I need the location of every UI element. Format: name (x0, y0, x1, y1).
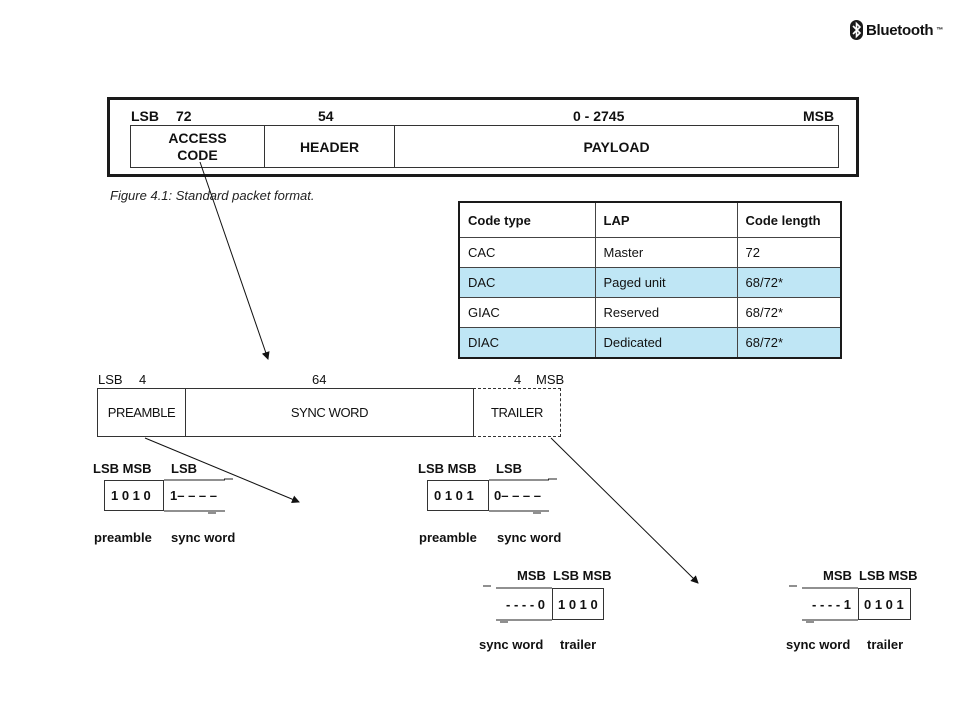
preamble-example-1-header-lsb: LSB (171, 461, 197, 476)
preamble-example-1-sync-label: sync word (171, 530, 236, 545)
table-row: DAC Paged unit 68/72* (458, 267, 842, 298)
field-access-code: ACCESS CODE (130, 125, 265, 168)
sync-word-dash-marks (164, 478, 858, 623)
trailer-example-1-bits: 1 0 1 0 (552, 588, 604, 620)
trailer-bits: 4 (514, 372, 522, 387)
sync-word-bits: 64 (312, 372, 327, 387)
table-cell: 72 (736, 237, 842, 268)
table-cell: GIAC (458, 297, 596, 328)
field-trailer: TRAILER (473, 388, 561, 437)
preamble-example-1-sync: 1– – – – (170, 488, 217, 503)
preamble-example-2-header: LSB MSB (418, 461, 477, 476)
preamble-example-1-bits: 1 0 1 0 (104, 480, 164, 511)
table-cell: Dedicated (594, 327, 738, 359)
arrow-trailer-to-example (550, 437, 699, 584)
field-payload: PAYLOAD (394, 125, 839, 168)
table-cell: 68/72* (736, 327, 842, 359)
header-bits: 54 (318, 108, 334, 124)
access-msb-label: MSB (536, 372, 565, 387)
arrow-preamble-to-example (144, 437, 300, 504)
field-trailer-label: TRAILER (490, 405, 544, 420)
trailer-example-2-label: trailer (867, 637, 904, 652)
preamble-example-1-header: LSB MSB (93, 461, 152, 476)
table-header-code-length: Code length (736, 201, 842, 238)
bluetooth-wordmark: Bluetooth (866, 21, 934, 39)
field-payload-label: PAYLOAD (583, 138, 650, 155)
table-cell: CAC (458, 237, 596, 268)
trailer-example-2-header-msb: MSB (823, 568, 852, 583)
trademark-symbol: ™ (936, 26, 943, 34)
trailer-example-2-sync: - - - - 1 (812, 597, 851, 612)
preamble-example-1-label: preamble (94, 530, 152, 545)
trailer-example-2-sync-label: sync word (786, 637, 851, 652)
trailer-example-1-header: LSB MSB (553, 568, 612, 583)
preamble-example-2-bits-value: 0 1 0 1 (434, 488, 474, 503)
packet-lsb-label: LSB (131, 108, 159, 124)
field-header-label: HEADER (299, 138, 360, 155)
preamble-example-1-bits-value: 1 0 1 0 (111, 488, 151, 503)
access-code-bits: 72 (176, 108, 192, 124)
field-sync-word-label: SYNC WORD (290, 405, 369, 420)
table-cell: Reserved (594, 297, 738, 328)
table-cell: 68/72* (736, 267, 842, 298)
table-cell: DIAC (458, 327, 596, 359)
trailer-example-2-bits-value: 0 1 0 1 (864, 596, 904, 612)
trailer-example-2-bits: 0 1 0 1 (858, 588, 911, 620)
preamble-example-2-header-lsb: LSB (496, 461, 522, 476)
packet-msb-label: MSB (803, 108, 835, 124)
table-row: CAC Master 72 (458, 237, 842, 268)
bluetooth-rune-icon (850, 20, 863, 40)
trailer-example-1-sync: - - - - 0 (506, 597, 545, 612)
field-sync-word: SYNC WORD (185, 388, 474, 437)
field-preamble: PREAMBLE (97, 388, 186, 437)
field-preamble-label: PREAMBLE (107, 405, 176, 420)
field-header: HEADER (264, 125, 395, 168)
table-row: GIAC Reserved 68/72* (458, 297, 842, 328)
table-row: DIAC Dedicated 68/72* (458, 327, 842, 359)
trailer-example-1-sync-label: sync word (479, 637, 544, 652)
preamble-example-2-label: preamble (419, 530, 477, 545)
table-cell: 68/72* (736, 297, 842, 328)
figure-caption: Figure 4.1: Standard packet format. (110, 188, 315, 203)
preamble-example-2-sync: 0– – – – (494, 488, 541, 503)
trailer-example-2-header: LSB MSB (859, 568, 918, 583)
table-cell: DAC (458, 267, 596, 298)
trailer-example-1-header-msb: MSB (517, 568, 546, 583)
preamble-example-2-bits: 0 1 0 1 (427, 480, 489, 511)
preamble-example-2-sync-label: sync word (497, 530, 562, 545)
arrow-access-code-to-detail (199, 161, 270, 360)
field-access-code-label: ACCESS CODE (168, 129, 227, 163)
trailer-example-1-label: trailer (560, 637, 597, 652)
preamble-bits: 4 (139, 372, 147, 387)
trailer-example-1-bits-value: 1 0 1 0 (558, 596, 598, 612)
code-type-table: Code type LAP Code length CAC Master 72 … (458, 201, 842, 359)
access-lsb-label: LSB (98, 372, 123, 387)
payload-bits: 0 - 2745 (573, 108, 625, 124)
